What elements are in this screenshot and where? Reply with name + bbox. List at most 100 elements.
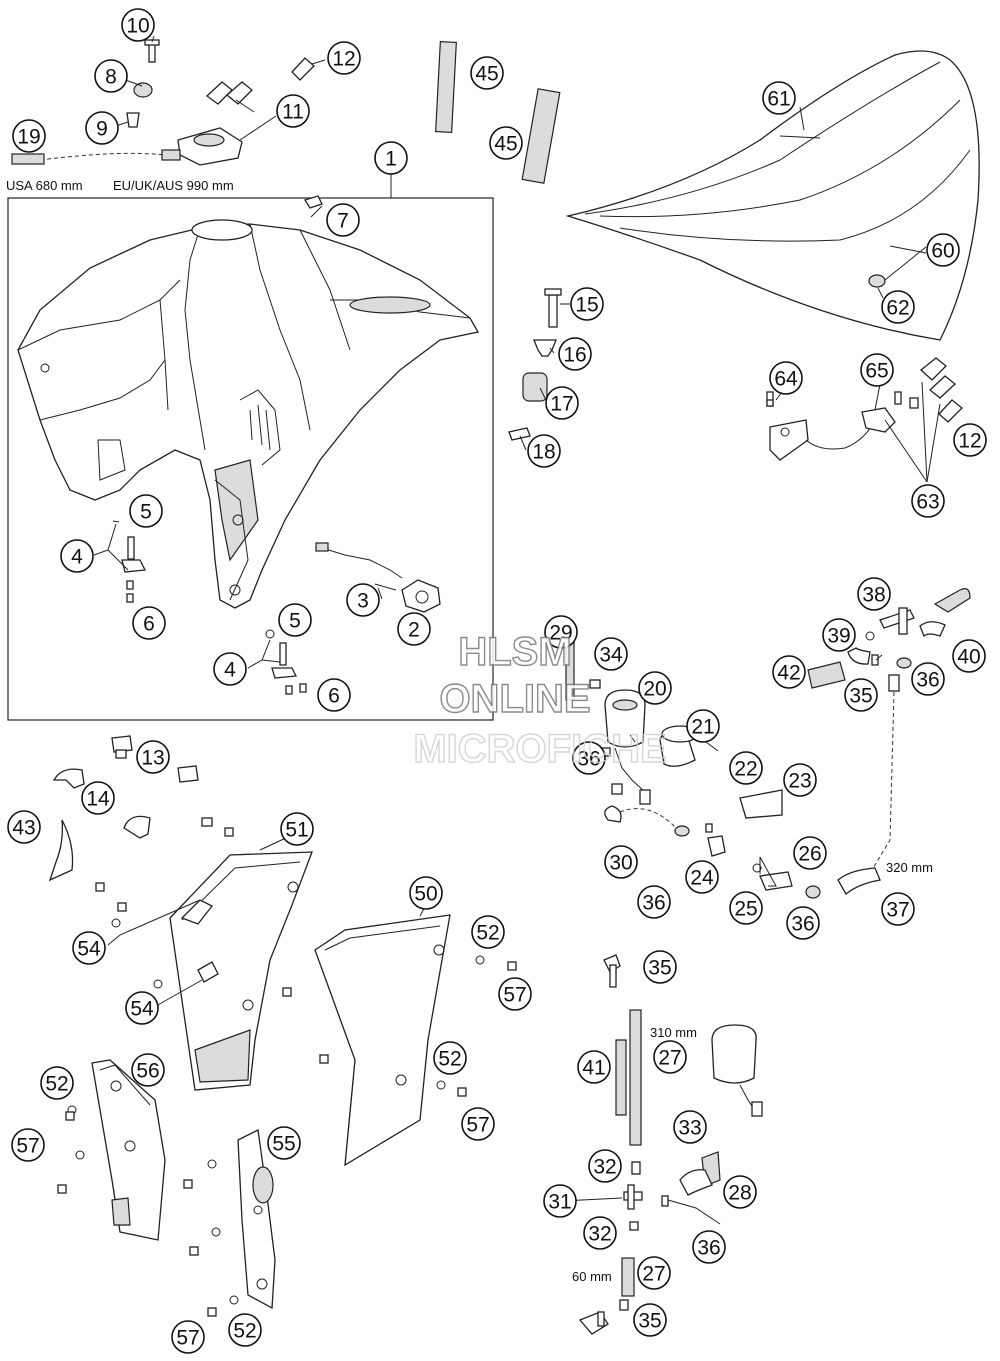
callout-52: 52 bbox=[40, 1066, 74, 1100]
callout-14: 14 bbox=[81, 781, 115, 815]
callout-circle bbox=[673, 1110, 707, 1144]
callout-35: 35 bbox=[633, 1303, 667, 1337]
callout-circle bbox=[171, 1320, 205, 1354]
callout-64: 64 bbox=[769, 361, 803, 395]
callout-34: 34 bbox=[594, 637, 628, 671]
hose-length-eu: EU/UK/AUS 990 mm bbox=[113, 178, 234, 193]
callout-circle bbox=[527, 434, 561, 468]
callout-number: 11 bbox=[282, 101, 304, 124]
callout-number: 30 bbox=[609, 852, 632, 875]
callout-circle bbox=[228, 1313, 262, 1347]
callout-number: 22 bbox=[734, 758, 757, 781]
callout-number: 3 bbox=[357, 590, 369, 613]
callout-number: 18 bbox=[532, 441, 555, 464]
callout-circle bbox=[723, 1175, 757, 1209]
callout-number: 12 bbox=[958, 430, 981, 453]
callout-43: 43 bbox=[7, 810, 41, 844]
callout-circle bbox=[577, 1050, 611, 1084]
callout-circle bbox=[953, 423, 987, 457]
callout-circle bbox=[762, 81, 796, 115]
callout-12: 12 bbox=[953, 423, 987, 457]
rubber-strip-2 bbox=[521, 88, 561, 184]
callout-36: 36 bbox=[786, 906, 820, 940]
callout-number: 38 bbox=[862, 584, 885, 607]
seat-lock-assembly bbox=[766, 357, 963, 461]
callout-number: 12 bbox=[332, 48, 355, 71]
callout-circle bbox=[638, 671, 672, 705]
callout-number: 60 bbox=[931, 240, 954, 263]
callout-number: 23 bbox=[788, 770, 811, 793]
callout-number: 27 bbox=[642, 1263, 665, 1286]
callout-number: 52 bbox=[438, 1048, 461, 1071]
callout-51: 51 bbox=[280, 812, 314, 846]
callout-circle bbox=[40, 1066, 74, 1100]
callout-circle bbox=[471, 915, 505, 949]
callout-number: 6 bbox=[328, 685, 340, 708]
callout-circle bbox=[729, 751, 763, 785]
callout-number: 2 bbox=[408, 619, 420, 642]
callout-number: 29 bbox=[549, 622, 572, 645]
callout-8: 8 bbox=[94, 59, 128, 93]
callout-50: 50 bbox=[409, 876, 443, 910]
callout-circle bbox=[131, 1053, 165, 1087]
callout-number: 36 bbox=[577, 748, 600, 771]
callout-18: 18 bbox=[527, 434, 561, 468]
callout-6: 6 bbox=[132, 606, 166, 640]
callout-number: 32 bbox=[588, 1223, 611, 1246]
watermark-line-1: HLSM bbox=[458, 630, 571, 674]
callout-45: 45 bbox=[489, 126, 523, 160]
callout-number: 57 bbox=[503, 984, 526, 1007]
callout-circle bbox=[594, 637, 628, 671]
callout-circle bbox=[327, 41, 361, 75]
callout-21: 21 bbox=[686, 709, 720, 743]
side-cover-left bbox=[95, 817, 313, 1091]
callout-28: 28 bbox=[723, 1175, 757, 1209]
callout-23: 23 bbox=[783, 763, 817, 797]
callout-22: 22 bbox=[729, 751, 763, 785]
callout-circle bbox=[543, 1184, 577, 1218]
callout-number: 4 bbox=[71, 546, 83, 569]
callout-41: 41 bbox=[577, 1050, 611, 1084]
callout-number: 5 bbox=[289, 610, 301, 633]
callout-circle bbox=[470, 56, 504, 90]
callout-circle bbox=[136, 740, 170, 774]
callout-20: 20 bbox=[638, 671, 672, 705]
callout-number: 57 bbox=[176, 1327, 199, 1350]
callout-57: 57 bbox=[171, 1320, 205, 1354]
callout-circle bbox=[604, 845, 638, 879]
callout-13: 13 bbox=[136, 740, 170, 774]
callout-60: 60 bbox=[926, 233, 960, 267]
callout-circle bbox=[633, 1303, 667, 1337]
callout-circle bbox=[85, 111, 119, 145]
callout-57: 57 bbox=[498, 977, 532, 1011]
callout-6: 6 bbox=[317, 678, 351, 712]
callout-circle bbox=[926, 233, 960, 267]
callout-circle bbox=[558, 337, 592, 371]
callout-number: 15 bbox=[575, 294, 598, 317]
callout-circle bbox=[489, 126, 523, 160]
callout-number: 50 bbox=[414, 883, 437, 906]
callout-circle bbox=[637, 885, 671, 919]
callout-number: 63 bbox=[916, 491, 939, 514]
fuel-tank bbox=[17, 219, 480, 609]
callout-circle bbox=[397, 612, 431, 646]
callout-number: 45 bbox=[494, 133, 517, 156]
callout-number: 31 bbox=[548, 1191, 571, 1214]
callout-45: 45 bbox=[470, 56, 504, 90]
callout-circle bbox=[729, 891, 763, 925]
callout-circle bbox=[686, 709, 720, 743]
callout-number: 6 bbox=[143, 613, 155, 636]
side-cover-right bbox=[282, 914, 517, 1167]
callout-37: 37 bbox=[881, 892, 915, 926]
fuel-tap-upper bbox=[112, 520, 147, 603]
callout-circle bbox=[498, 977, 532, 1011]
callout-number: 64 bbox=[774, 368, 798, 391]
callout-number: 57 bbox=[16, 1135, 39, 1158]
callout-52: 52 bbox=[471, 915, 505, 949]
callout-circle bbox=[692, 1230, 726, 1264]
callout-number: 9 bbox=[96, 118, 108, 141]
callout-circle bbox=[822, 618, 856, 652]
fuel-pump-assembly bbox=[565, 639, 821, 899]
callout-circle bbox=[12, 119, 46, 153]
